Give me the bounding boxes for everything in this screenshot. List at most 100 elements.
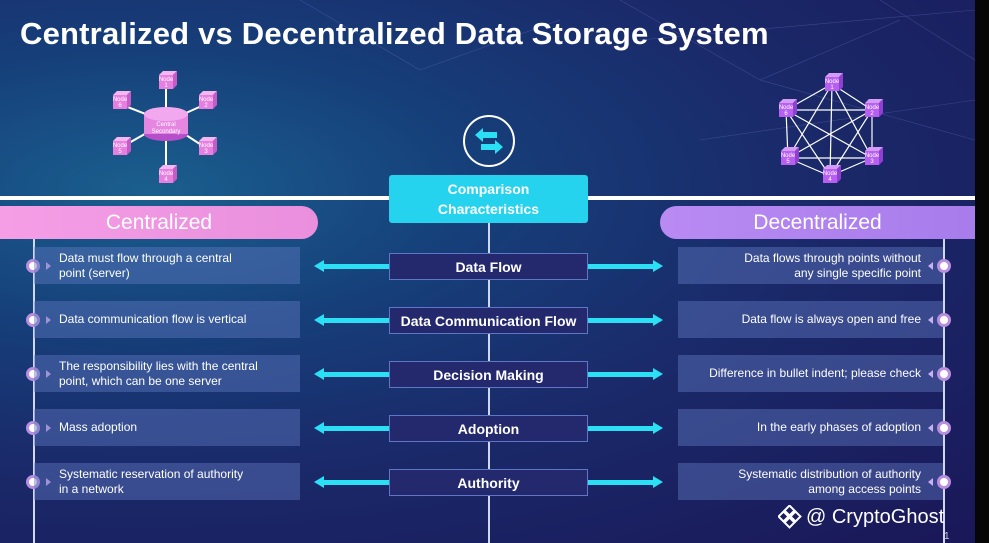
centralized-description: Data communication flow is vertical xyxy=(34,301,300,338)
svg-text:Node: Node xyxy=(781,153,796,159)
mesh-link xyxy=(787,83,833,159)
right-arrowhead xyxy=(653,422,663,434)
watermark: @ CryptoGhost xyxy=(778,505,944,529)
svg-text:Node: Node xyxy=(199,97,214,103)
svg-text:Node: Node xyxy=(199,143,214,149)
characteristic-label: Data Communication Flow xyxy=(389,307,588,334)
svg-text:4: 4 xyxy=(164,177,168,183)
left-arrow-bar xyxy=(324,480,389,485)
centralized-description: Mass adoption xyxy=(34,409,300,446)
left-arrowhead xyxy=(314,314,324,326)
center-header-line1: Comparison xyxy=(447,181,530,197)
decentralized-description: Difference in bullet indent; please chec… xyxy=(678,355,943,392)
desc-line: Mass adoption xyxy=(59,420,138,434)
left-bullet-arrow xyxy=(46,262,51,270)
characteristic-label: Decision Making xyxy=(389,361,588,388)
right-arrowhead xyxy=(653,314,663,326)
left-bullet-dot xyxy=(26,421,40,435)
left-arrow-bar xyxy=(324,372,389,377)
left-bullet-arrow xyxy=(46,478,51,486)
desc-line: among access points xyxy=(808,481,921,496)
page-number: 1 xyxy=(944,531,950,542)
desc-line: Data flow is always open and free xyxy=(741,312,921,326)
svg-text:Node: Node xyxy=(865,153,880,159)
left-arrowhead xyxy=(314,368,324,380)
desc-line: Systematic distribution of authority xyxy=(738,466,921,481)
desc-line: Data communication flow is vertical xyxy=(59,312,247,326)
left-bullet-dot xyxy=(26,259,40,273)
svg-text:6: 6 xyxy=(118,103,122,109)
right-bullet-dot xyxy=(937,475,951,489)
left-arrow-bar xyxy=(324,318,389,323)
right-bullet-dot xyxy=(937,367,951,381)
characteristic-label: Adoption xyxy=(389,415,588,442)
right-bullet-arrow xyxy=(928,424,933,432)
left-bullet-arrow xyxy=(46,316,51,324)
left-bullet-dot xyxy=(26,475,40,489)
right-bullet-arrow xyxy=(928,262,933,270)
decentralized-description: In the early phases of adoption xyxy=(678,409,943,446)
left-timeline xyxy=(33,239,35,543)
left-bullet-arrow xyxy=(46,424,51,432)
decentralized-header: Decentralized xyxy=(660,206,975,239)
svg-text:3: 3 xyxy=(870,159,874,165)
svg-text:5: 5 xyxy=(118,149,122,155)
svg-text:Node: Node xyxy=(159,77,174,83)
svg-text:Secondary: Secondary xyxy=(152,129,181,135)
centralized-header: Centralized xyxy=(0,206,318,239)
desc-line: Systematic reservation of authority xyxy=(59,466,244,481)
right-arrowhead xyxy=(653,260,663,272)
desc-line: Data must flow through a central xyxy=(59,250,232,265)
right-bullet-dot xyxy=(937,421,951,435)
right-arrowhead xyxy=(653,476,663,488)
desc-line: in a network xyxy=(59,481,124,496)
right-arrow-bar xyxy=(588,318,653,323)
centralized-network-diagram: Central Secondary Node1Node2Node3Node4No… xyxy=(113,71,217,183)
svg-text:Node: Node xyxy=(779,105,794,111)
svg-text:4: 4 xyxy=(828,177,832,183)
svg-text:2: 2 xyxy=(870,111,874,117)
desc-line: Data flows through points without xyxy=(744,250,921,265)
svg-text:Node: Node xyxy=(113,97,128,103)
svg-text:2: 2 xyxy=(204,103,208,109)
desc-line: In the early phases of adoption xyxy=(756,420,921,434)
left-bullet-arrow xyxy=(46,370,51,378)
left-arrow-bar xyxy=(324,264,389,269)
hub-node: Central Secondary xyxy=(144,107,188,141)
center-header-line2: Characteristics xyxy=(437,201,540,217)
desc-line: point (server) xyxy=(59,265,130,280)
left-bullet-dot xyxy=(26,313,40,327)
left-arrowhead xyxy=(314,260,324,272)
svg-text:1: 1 xyxy=(164,83,168,89)
right-arrow-bar xyxy=(588,480,653,485)
svg-text:6: 6 xyxy=(784,111,788,117)
svg-text:3: 3 xyxy=(204,149,208,155)
svg-text:Node: Node xyxy=(825,79,840,85)
comparison-characteristics-header: Comparison Characteristics xyxy=(389,175,588,223)
centralized-description: The responsibility lies with the central… xyxy=(34,355,300,392)
slide-title: Centralized vs Decentralized Data Storag… xyxy=(20,16,769,51)
right-arrow-bar xyxy=(588,372,653,377)
mesh-link xyxy=(785,109,831,177)
right-bullet-arrow xyxy=(928,370,933,378)
swap-arrows-icon xyxy=(463,115,515,167)
svg-text:Central: Central xyxy=(156,122,175,128)
desc-line: The responsibility lies with the central xyxy=(59,358,258,373)
right-bullet-arrow xyxy=(928,478,933,486)
window-edge xyxy=(975,0,989,543)
right-bullet-dot xyxy=(937,313,951,327)
